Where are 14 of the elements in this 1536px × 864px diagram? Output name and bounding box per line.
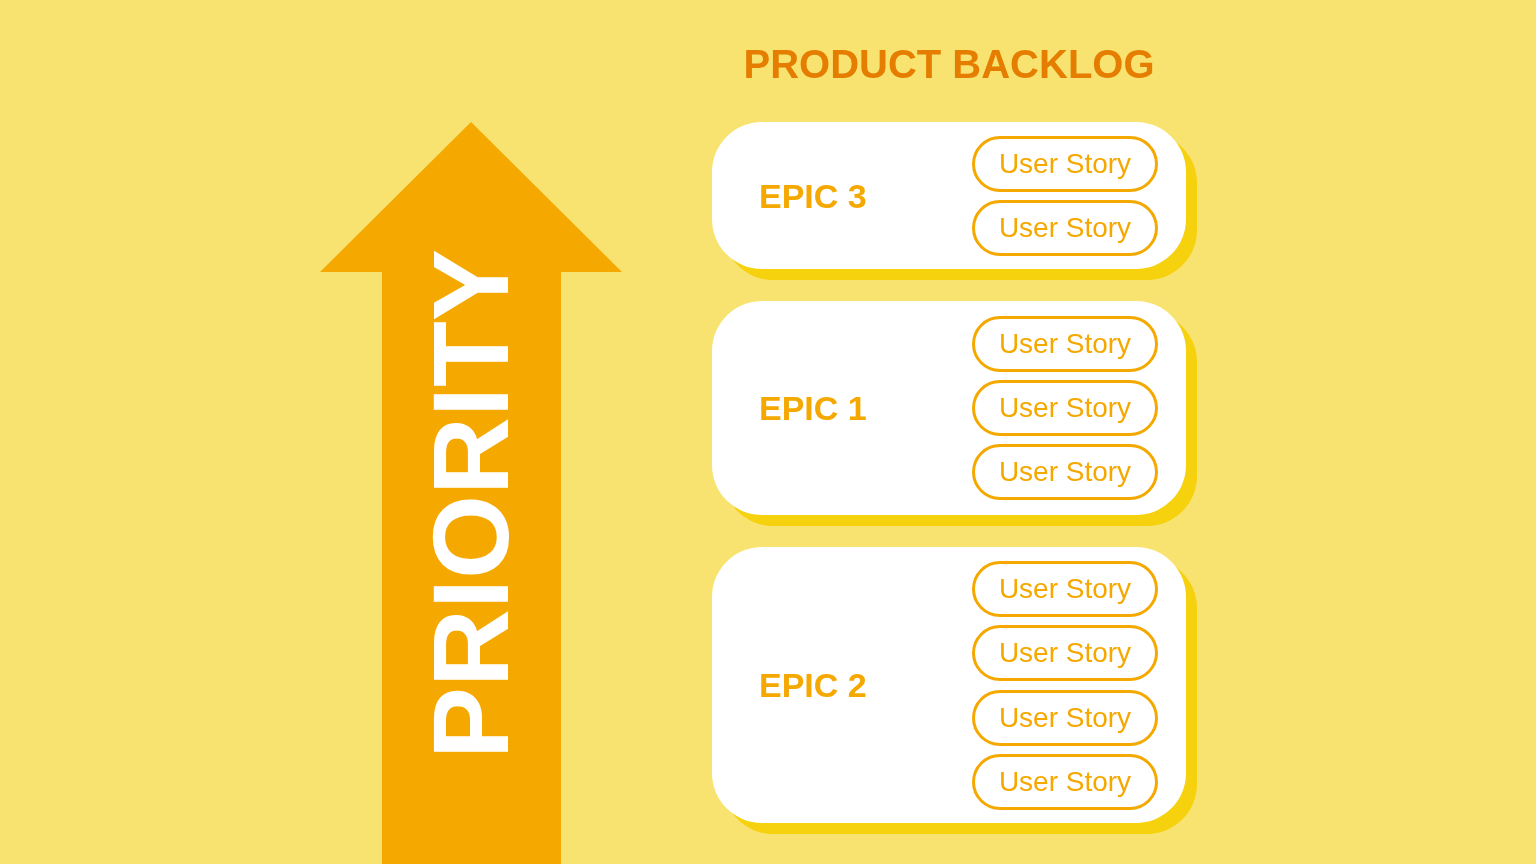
user-story-pill: User Story <box>972 561 1158 617</box>
user-story-pill: User Story <box>972 380 1158 436</box>
user-story-pill: User Story <box>972 625 1158 681</box>
user-story-pill: User Story <box>972 754 1158 810</box>
user-story-pill: User Story <box>972 690 1158 746</box>
epic-label: EPIC 3 <box>759 178 867 213</box>
user-story-pill: User Story <box>972 136 1158 192</box>
epic-label: EPIC 1 <box>759 391 867 425</box>
arrow-label: PRIORITY <box>417 249 525 759</box>
user-story-pill: User Story <box>972 316 1158 372</box>
title: PRODUCT BACKLOG <box>743 44 1155 84</box>
epic-label: EPIC 2 <box>759 668 867 702</box>
user-story-pill: User Story <box>972 200 1158 256</box>
user-story-pill: User Story <box>972 444 1158 500</box>
